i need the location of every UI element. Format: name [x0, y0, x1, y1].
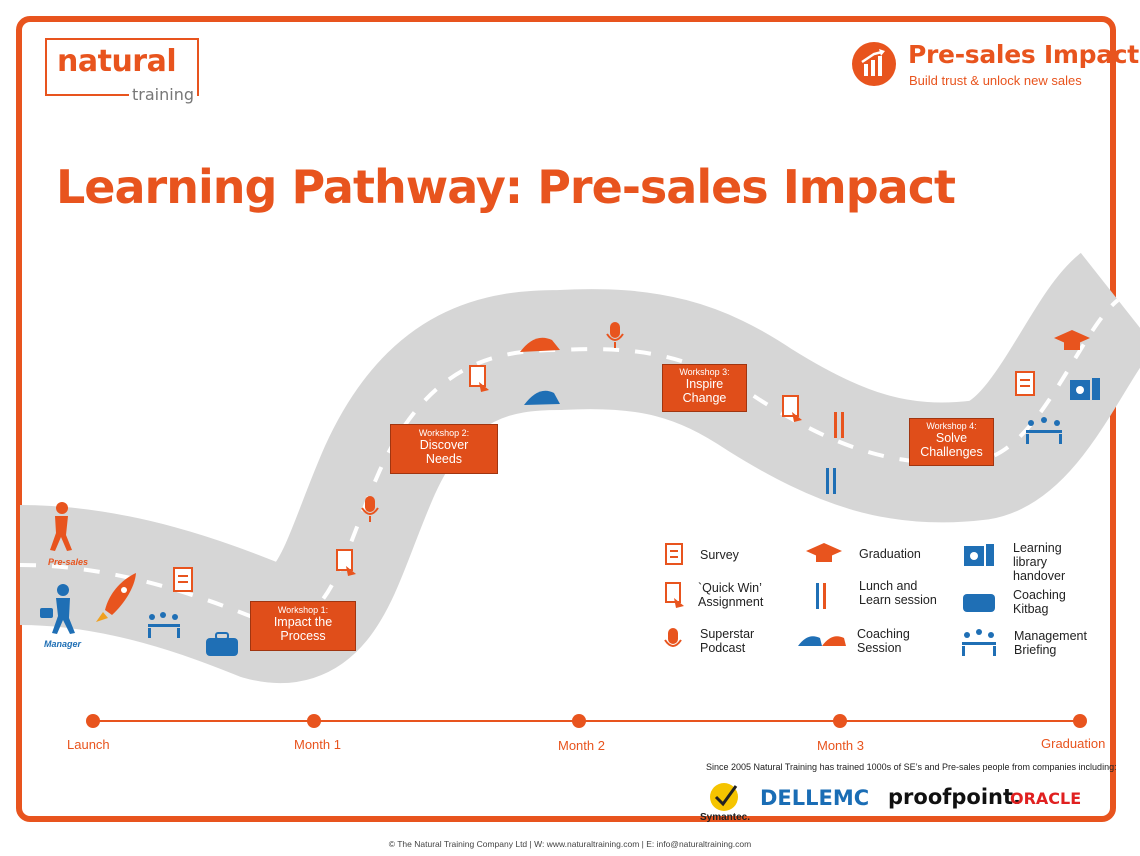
presales-label: Pre-sales — [48, 557, 88, 567]
workshop-2-box: Workshop 2: Discover Needs — [390, 424, 498, 474]
timeline-label: Month 2 — [558, 738, 605, 753]
timeline-dot — [572, 714, 586, 728]
workshop-name: Inspire Change — [663, 378, 746, 406]
symantec-logo: Symantec. — [700, 812, 750, 823]
timeline-dot — [86, 714, 100, 728]
workshop-name: Impact the Process — [251, 616, 355, 644]
quick-win-assignment-icon — [666, 583, 684, 608]
proofpoint-logo: proofpoint. — [888, 785, 1021, 809]
legend-graduation: Graduation — [859, 547, 921, 561]
legend-survey: Survey — [700, 548, 739, 562]
graduation-cap-icon — [806, 543, 842, 562]
legend-briefing: Management Briefing — [1014, 629, 1087, 657]
timeline-label: Launch — [67, 737, 110, 752]
timeline-dot — [833, 714, 847, 728]
survey-icon — [174, 568, 192, 591]
legend-coaching: Coaching Session — [857, 627, 910, 655]
clients-intro: Since 2005 Natural Training has trained … — [706, 762, 1117, 772]
legend-lunch: Lunch and Learn session — [859, 579, 937, 607]
timeline-dot — [1073, 714, 1087, 728]
timeline-label: Month 1 — [294, 737, 341, 752]
podcast-microphone-icon — [665, 628, 681, 646]
workshop-name: Discover Needs — [391, 439, 497, 467]
legend-kitbag: Coaching Kitbag — [1013, 588, 1066, 616]
survey-icon — [1016, 372, 1034, 395]
legend-quick-win: `Quick Win’ Assignment — [698, 581, 763, 609]
knife-fork-icon — [816, 583, 826, 609]
workshop-3-box: Workshop 3: Inspire Change — [662, 364, 747, 412]
workshop-name: Solve Challenges — [910, 432, 993, 460]
timeline-label: Month 3 — [817, 738, 864, 753]
legend-podcast: Superstar Podcast — [700, 627, 754, 655]
oracle-logo: ORACLE — [1010, 789, 1081, 808]
footer: © The Natural Training Company Ltd | W: … — [0, 839, 1140, 849]
legend-library: Learning library handover — [1013, 541, 1065, 583]
timeline-label: Graduation — [1041, 736, 1105, 751]
manager-label: Manager — [44, 639, 81, 649]
survey-icon — [666, 544, 682, 564]
workshop-4-box: Workshop 4: Solve Challenges — [909, 418, 994, 466]
library-books-icon — [964, 544, 994, 566]
library-books-icon — [1070, 378, 1100, 400]
timeline-dot — [307, 714, 321, 728]
management-briefing-icon — [962, 629, 996, 656]
workshop-1-box: Workshop 1: Impact the Process — [250, 601, 356, 651]
kitbag-icon — [963, 594, 995, 612]
symantec-logo-icon — [710, 783, 738, 811]
coaching-caps-icon — [798, 636, 846, 646]
dellemc-logo: DELLEMC — [760, 786, 869, 810]
